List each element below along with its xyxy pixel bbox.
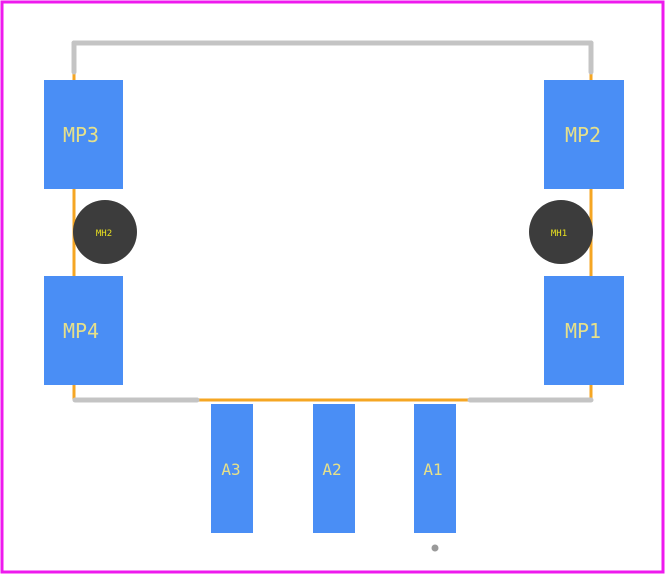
- pad-label-a1: A1: [423, 460, 442, 479]
- pad-label-a3: A3: [221, 460, 240, 479]
- hole-mh2[interactable]: MH2: [73, 200, 137, 264]
- courtyard-outline: [72, 44, 593, 402]
- pad-mp4[interactable]: MP4: [44, 276, 123, 385]
- pad-a2[interactable]: A2: [313, 404, 355, 533]
- pad-mp2[interactable]: MP2: [544, 80, 624, 189]
- pad-label-mp4: MP4: [63, 319, 99, 343]
- pad-mp1[interactable]: MP1: [544, 276, 624, 385]
- pad-a3[interactable]: A3: [211, 404, 253, 533]
- hole-label-mh2: MH2: [96, 229, 112, 239]
- hole-label-mh1: MH1: [551, 229, 567, 239]
- pad-a1[interactable]: A1: [414, 404, 456, 533]
- pin1-marker-icon: [431, 544, 439, 552]
- silkscreen-outline: [71, 40, 594, 403]
- pad-label-mp2: MP2: [565, 123, 601, 147]
- pad-mp3[interactable]: MP3: [44, 80, 123, 189]
- hole-mh1[interactable]: MH1: [529, 200, 593, 264]
- pad-label-mp1: MP1: [565, 319, 601, 343]
- pad-label-a2: A2: [322, 460, 341, 479]
- pad-label-mp3: MP3: [63, 123, 99, 147]
